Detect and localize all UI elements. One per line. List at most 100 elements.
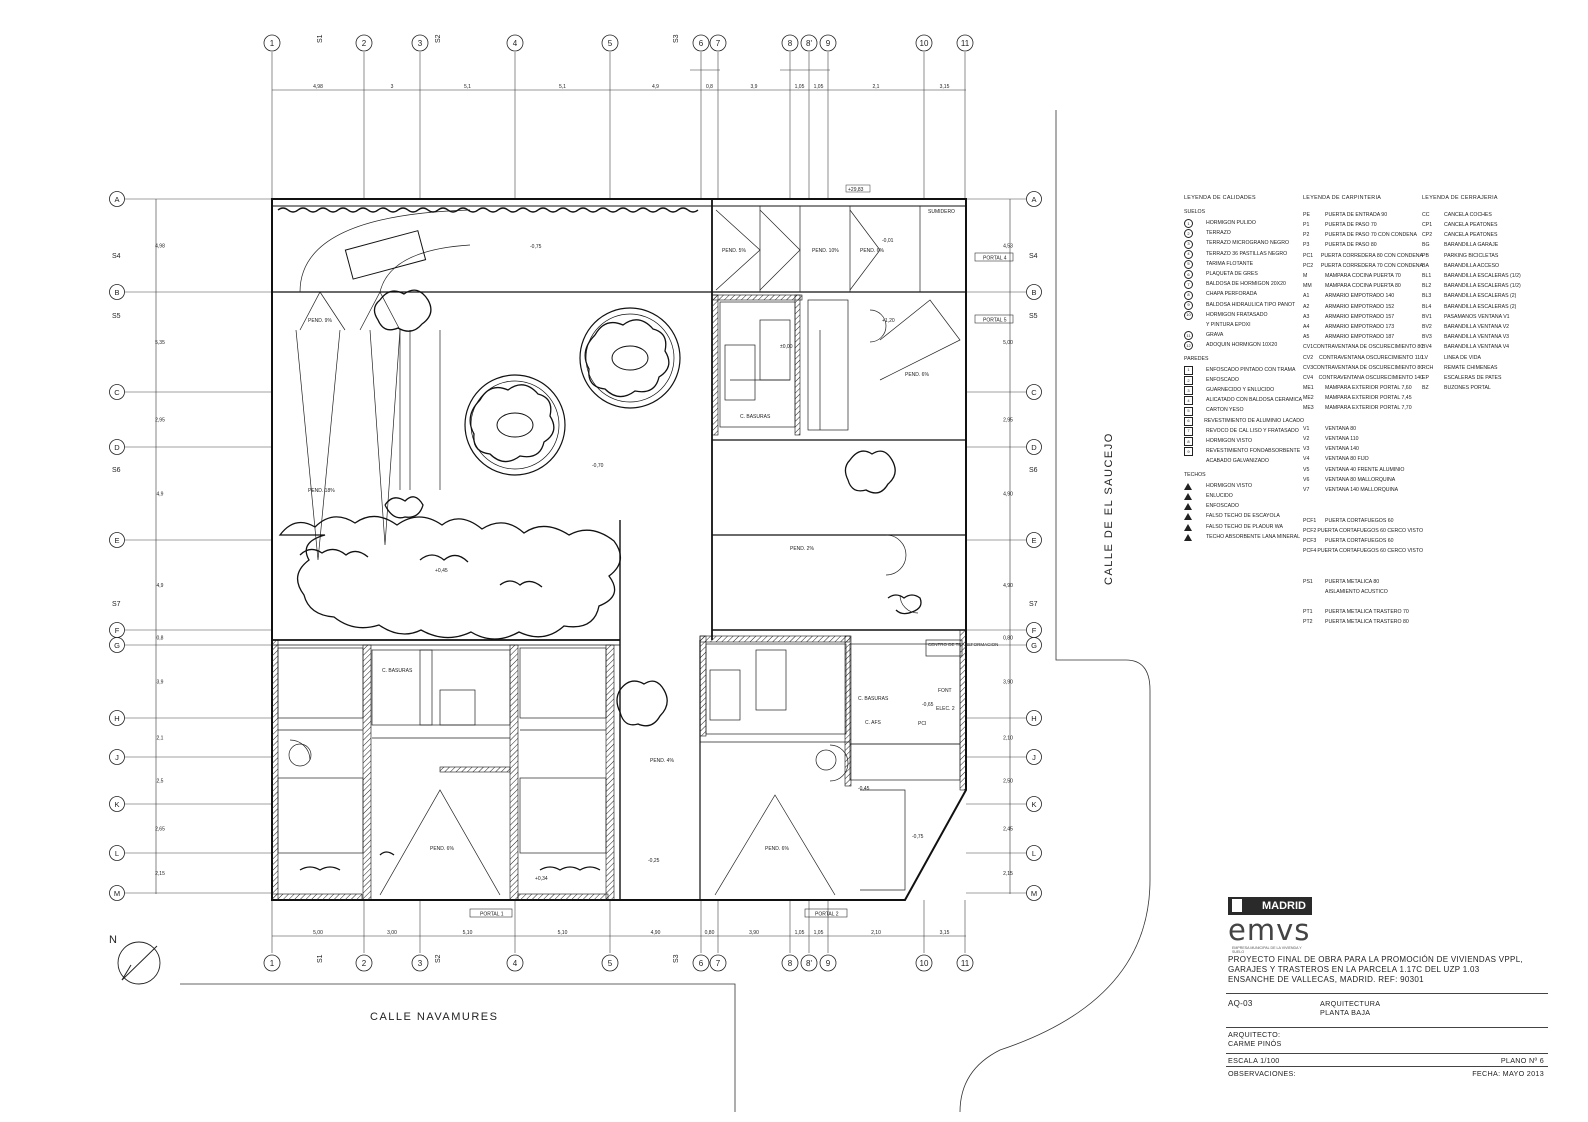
legend-code: ME3 [1303, 405, 1314, 412]
grid-label: E [1031, 536, 1036, 545]
grid-bubble [355, 954, 373, 972]
legend-heading: LEYENDA DE CERRAJERIA [1422, 195, 1498, 201]
section-mark: S5 [112, 313, 121, 320]
room-label: C. BASURAS [382, 668, 413, 674]
dimension-text: 4,9 [157, 583, 164, 589]
level-labels: +29,83 -0,75 -0,70 -0,01 +0,45 -0,25 +0,… [435, 184, 934, 882]
grid-bubble [819, 954, 837, 972]
street-label-right: CALLE DE EL SAUCEJO [1103, 432, 1115, 585]
level-label: -0,75 [912, 834, 924, 840]
dimension-text: 2,15 [155, 871, 165, 877]
square-symbol-icon: 4 [1184, 396, 1193, 406]
legend-text: CONTRAVENTANA OSCURECIMIENTO 140 [1318, 374, 1423, 381]
ramps-and-slopes [295, 206, 961, 896]
legend-code: BG [1422, 242, 1430, 249]
dimension-text: 4,90 [651, 930, 661, 936]
street-label-bottom: CALLE NAVAMURES [370, 1011, 498, 1023]
level-label: -0,65 [922, 702, 934, 708]
legend-code: A5 [1303, 334, 1310, 341]
legend-text: BARANDILLA GARAJE [1444, 242, 1499, 249]
legend-row [1303, 414, 1423, 424]
dimension-text: 2,10 [871, 930, 881, 936]
section-mark: S3 [673, 954, 680, 963]
legend-text: VENTANA 80 MALLORQUINA [1325, 476, 1396, 483]
grid-bubble [819, 34, 837, 52]
dimension-text: 2,45 [1003, 827, 1013, 833]
legend-text: PASAMANOS VENTANA V1 [1444, 313, 1510, 320]
grid-label: L [1032, 849, 1036, 858]
grid-bubble [411, 954, 429, 972]
legend-row: ENLUCIDO [1184, 492, 1304, 502]
grid-bubble [109, 710, 125, 726]
legend-code: BL2 [1422, 283, 1432, 290]
grid-bubble [956, 954, 974, 972]
legend-code: A3 [1303, 313, 1310, 320]
grid-label: M [1031, 889, 1037, 898]
legend-text: GRAVA [1206, 332, 1224, 339]
legend-row: AISLAMIENTO ACUSTICO [1303, 587, 1423, 597]
grid-label: 6 [699, 39, 704, 48]
circle-symbol-icon: 1 [1184, 219, 1193, 229]
legend-code: BV3 [1422, 334, 1432, 341]
legend-code: LV [1422, 354, 1428, 361]
north-label: N [109, 934, 117, 946]
slope-label: PEND. 10% [812, 248, 839, 254]
dimension-text: 2,1 [873, 84, 880, 90]
legend-code: RCH [1422, 364, 1434, 371]
grid-bubble [355, 34, 373, 52]
grid-bubble [709, 34, 727, 52]
north-arrow: N [109, 934, 161, 985]
grid-bubble [956, 34, 974, 52]
legend-text: ADOQUIN HORMIGON 10X20 [1206, 342, 1278, 349]
grid-label: 6 [699, 959, 704, 968]
grid-bubble [709, 954, 727, 972]
circle-symbol-icon: 4 [1184, 249, 1193, 259]
legend-text: CONTRAVENTANA DE OSCURECIMIENTO 80 [1313, 344, 1424, 351]
hatched-walls [271, 294, 967, 901]
tree-planters [344, 230, 681, 476]
circle-symbol-icon: 10 [1184, 310, 1193, 320]
dimension-text: 2,95 [1003, 418, 1013, 424]
plan-number: PLANO Nº 6 [1500, 1056, 1544, 1065]
room-labels: C. BASURAS C. BASURAS C. BASURAS C. AFS … [382, 209, 998, 727]
grid-label: D [1031, 443, 1037, 452]
madrid-seal-icon [1232, 899, 1242, 912]
legend-row: TECHO ABSORBENTE LANA MINERAL [1184, 532, 1304, 542]
grid-bubble [1026, 796, 1042, 812]
legend-code: V7 [1303, 486, 1310, 493]
observations-label: OBSERVACIONES: [1228, 1069, 1296, 1078]
project-line: ENSANCHE DE VALLECAS, MADRID. REF: 90301 [1228, 975, 1424, 984]
legend-text: BALDOSA HIDRAULICA TIPO PANOT [1206, 301, 1296, 308]
legend-text: ARMARIO EMPOTRADO 173 [1325, 323, 1395, 330]
legend-text: PUERTA CORTAFUEGOS 60 [1325, 517, 1394, 524]
legend-text: PUERTA METALICA 80 [1325, 578, 1380, 585]
circle-symbol-icon: 5 [1184, 259, 1193, 269]
triangle-symbol-icon [1184, 482, 1192, 490]
grid-label: 9 [826, 959, 831, 968]
level-label: +1,20 [882, 318, 895, 324]
legend-text: MAMPARA EXTERIOR PORTAL 7,70 [1325, 405, 1412, 412]
legend-text: PUERTA CORREDERA 80 CON CONDENA [1320, 252, 1423, 259]
legend-text: VENTANA 40 FRENTE ALUMINIO [1325, 466, 1405, 473]
grid-bubble [506, 34, 524, 52]
